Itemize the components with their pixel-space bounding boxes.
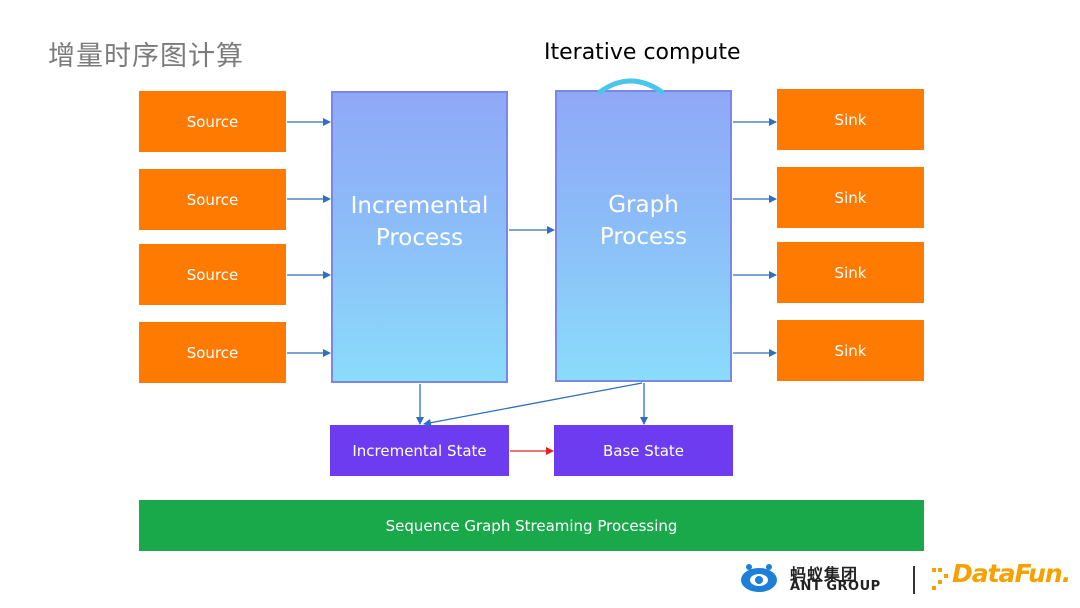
- datafun-dots-icon: [932, 568, 948, 590]
- base-state-label: Base State: [603, 441, 684, 460]
- iterative-compute-arc: [597, 78, 665, 95]
- sink-box-1: Sink: [777, 89, 924, 150]
- incremental-process-box: Incremental Process: [331, 91, 508, 383]
- datafun-logo-text: DataFun.: [952, 559, 1071, 588]
- source-label: Source: [186, 343, 239, 362]
- incremental-process-line1: Incremental: [350, 193, 489, 219]
- ant-group-logo-icon: [741, 564, 777, 592]
- sink-label: Sink: [834, 110, 867, 129]
- incremental-state-box: Incremental State: [330, 425, 509, 476]
- page-title: 增量时序图计算: [48, 41, 244, 72]
- sink-label: Sink: [834, 188, 867, 207]
- source-box-2: Source: [139, 169, 286, 230]
- graph-process-line1: Graph: [608, 192, 679, 218]
- sink-label: Sink: [834, 341, 867, 360]
- source-label: Source: [186, 265, 239, 284]
- iterative-compute-label: Iterative compute: [544, 40, 741, 65]
- graph-process-box: Graph Process: [555, 90, 732, 382]
- arrow-graph-to-incremental-state: [423, 382, 643, 427]
- sequence-graph-label: Sequence Graph Streaming Processing: [385, 516, 678, 535]
- graph-process-line2: Process: [599, 224, 688, 250]
- ant-group-cn-text: 蚂蚁集团: [790, 565, 859, 584]
- source-label: Source: [186, 112, 239, 131]
- sequence-graph-bar: Sequence Graph Streaming Processing: [139, 500, 924, 551]
- sink-box-2: Sink: [777, 167, 924, 228]
- source-label: Source: [186, 190, 239, 209]
- ant-group-en-text: ANT GROUP: [790, 579, 881, 594]
- sink-box-3: Sink: [777, 242, 924, 303]
- source-box-4: Source: [139, 322, 286, 383]
- source-box-3: Source: [139, 244, 286, 305]
- source-box-1: Source: [139, 91, 286, 152]
- incremental-process-line2: Process: [375, 225, 464, 251]
- logo-divider: [913, 566, 915, 594]
- base-state-box: Base State: [554, 425, 733, 476]
- incremental-state-label: Incremental State: [352, 441, 487, 460]
- sink-label: Sink: [834, 263, 867, 282]
- sink-box-4: Sink: [777, 320, 924, 381]
